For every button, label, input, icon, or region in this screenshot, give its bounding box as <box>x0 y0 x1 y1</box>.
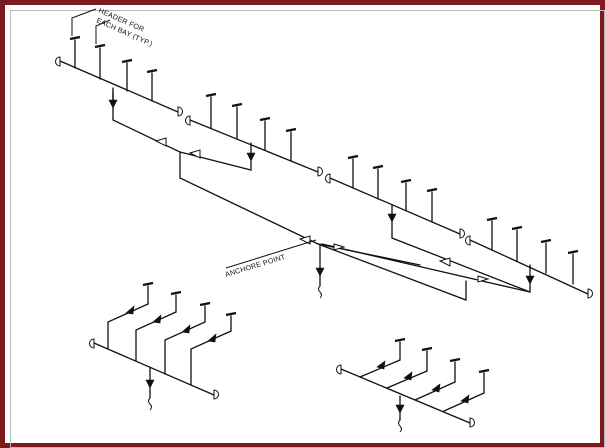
bay2-header-pipe <box>189 119 319 173</box>
bay1-header-pipe <box>59 60 179 113</box>
trunk-line-upper <box>112 91 467 301</box>
bay-header-2 <box>179 92 323 177</box>
bay4-end-cap-left <box>465 235 471 246</box>
bay1-flow-arrow <box>108 99 118 109</box>
bay2-end-cap-left <box>185 115 191 126</box>
bay3-reducer-b <box>333 243 346 251</box>
bay2-end-cap-right <box>317 166 323 177</box>
bay4-header-pipe <box>469 239 589 295</box>
bay3-end-cap-left <box>325 173 331 184</box>
bay1-reducer <box>154 137 167 147</box>
bay4-end-cap-right <box>587 288 593 299</box>
bay1-end-cap-right <box>177 106 183 117</box>
bay3-end-cap-right <box>459 228 465 239</box>
bay-header-4 <box>438 216 593 299</box>
detail-right-header-pipe <box>340 368 471 424</box>
bay4-reducer-a <box>438 257 451 267</box>
bay-header-3 <box>298 154 531 293</box>
bay1-end-cap-left <box>55 56 61 67</box>
detail-header-left <box>89 281 237 411</box>
detail-header-right <box>336 337 490 433</box>
trunk-line-lower <box>321 243 531 293</box>
anchor-break-symbol <box>318 285 322 299</box>
detail-left-header-pipe <box>93 342 215 396</box>
bay3-header-pipe <box>329 177 461 235</box>
bay-header-1 <box>55 35 183 147</box>
anchor-flow-arrow <box>315 267 325 277</box>
bay3-flow-arrow <box>387 213 397 223</box>
header-label-group: HEADER FOR EACH BAY (TYP.) <box>71 6 154 48</box>
bay4-flow-arrow <box>525 275 535 285</box>
bay2-reducer <box>188 149 201 159</box>
bay2-flow-arrow <box>246 152 256 162</box>
anchor-label-group: ANCHORE POINT <box>224 239 317 279</box>
bay4-reducer-b <box>477 275 490 283</box>
bay3-reducer-a <box>298 235 311 245</box>
main-trunk <box>112 91 531 301</box>
